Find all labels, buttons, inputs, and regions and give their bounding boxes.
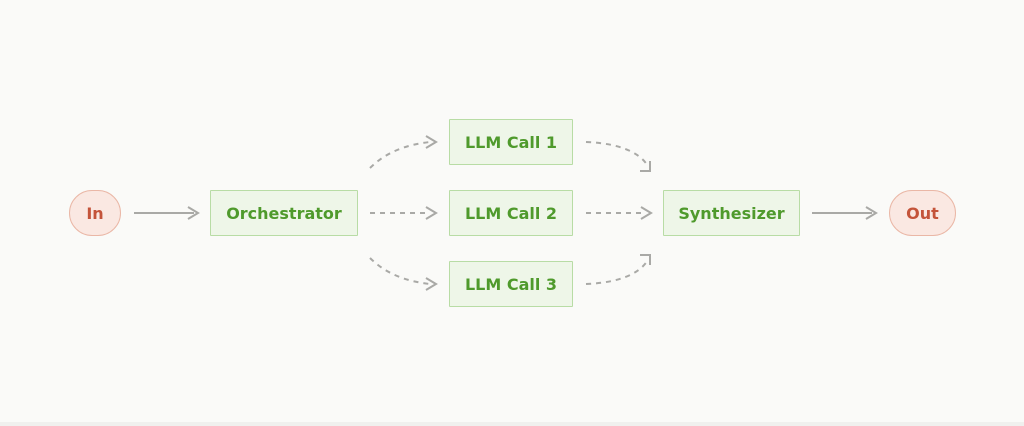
edge-orchestrator-to-llm-call-1: [369, 141, 431, 169]
llm-call-2-node-label: LLM Call 2: [464, 203, 558, 223]
edge-llm-call-3-to-synthesizer: [585, 259, 649, 285]
llm-call-3-node: LLM Call 3: [449, 261, 573, 307]
in-node-label: In: [86, 203, 104, 223]
arrowhead-out-in: [865, 206, 878, 220]
arrowhead-synthesizer-from-llm-call-2: [640, 206, 653, 220]
in-node: In: [69, 190, 121, 236]
arrowhead-synthesizer-from-llm-call-1: [640, 161, 651, 172]
arrowhead-orchestrator-in: [187, 206, 200, 220]
out-node: Out: [889, 190, 956, 236]
edge-llm-call-1-to-synthesizer: [585, 141, 649, 167]
arrowhead-llm-call-2-in: [425, 206, 438, 220]
orchestrator-node: Orchestrator: [210, 190, 358, 236]
synthesizer-node: Synthesizer: [663, 190, 800, 236]
out-node-label: Out: [906, 203, 939, 223]
arrowhead-synthesizer-from-llm-call-3: [640, 254, 651, 265]
llm-call-1-node: LLM Call 1: [449, 119, 573, 165]
llm-call-2-node: LLM Call 2: [449, 190, 573, 236]
edge-orchestrator-to-llm-call-3: [369, 257, 431, 285]
arrowhead-llm-call-3-in: [425, 277, 438, 291]
synthesizer-node-label: Synthesizer: [678, 203, 785, 223]
arrowhead-llm-call-1-in: [425, 135, 438, 149]
llm-call-1-node-label: LLM Call 1: [464, 132, 558, 152]
orchestrator-node-label: Orchestrator: [226, 203, 342, 223]
llm-call-3-node-label: LLM Call 3: [464, 274, 558, 294]
bottom-divider: [0, 422, 1024, 426]
